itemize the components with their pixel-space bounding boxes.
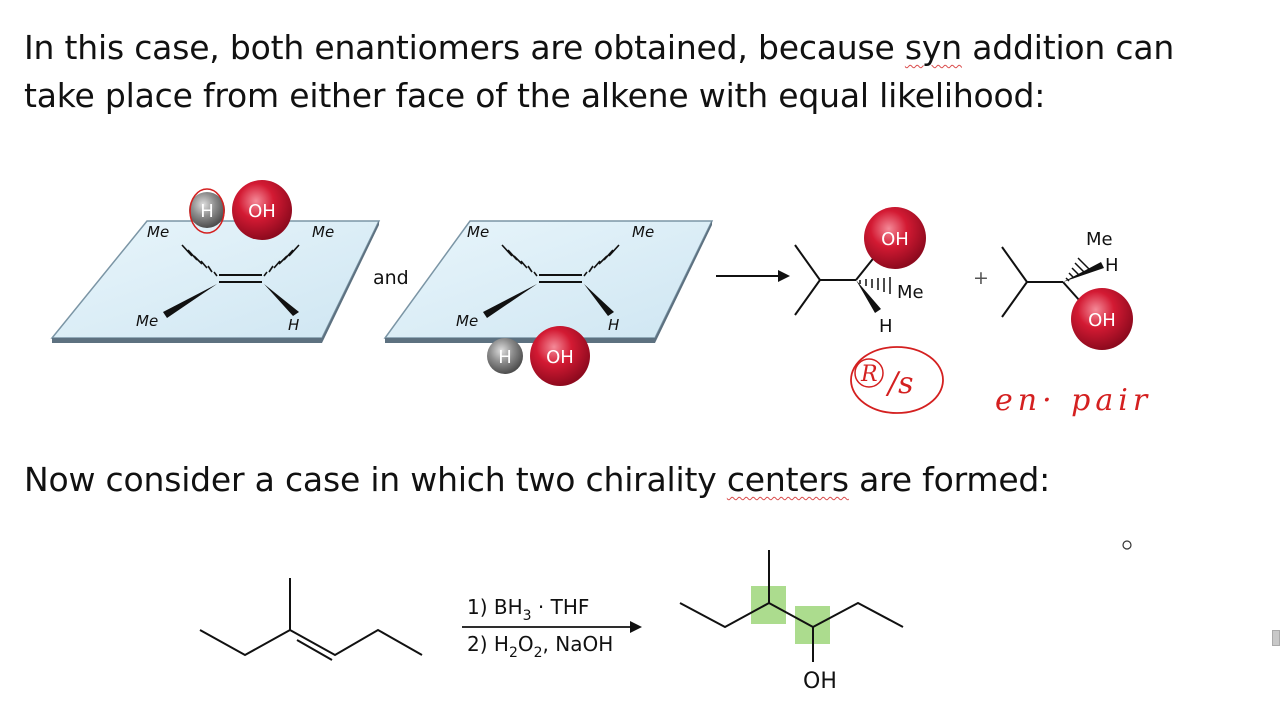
me-label: Me [312,223,334,241]
h-circle-annotation [189,188,225,234]
scrollbar-thumb[interactable] [1272,630,1280,646]
h-oh-reagent-bottom: H OH [487,326,590,386]
oh-atom-label: OH [881,229,909,250]
rs-circle-annotation [850,346,944,414]
me-label: Me [897,282,924,303]
alkene-plane-1: Me Me Me H [50,220,381,343]
s-handwriting: /s [885,366,914,401]
me-label: Me [147,223,169,241]
h-label: H [1105,255,1119,276]
alcohol-product: OH [679,550,904,694]
consider-text: Now consider a case in which two chirali… [24,460,1051,499]
en-pair-handwriting: en· pair [995,383,1152,418]
oh-label: OH [803,669,837,694]
h-atom-label: H [200,201,214,222]
h-label: H [608,316,619,334]
product-enantiomer-2: Me H OH [1001,229,1133,350]
me-label: Me [456,312,478,330]
me-label: Me [1086,229,1113,250]
and-label: and [373,267,409,289]
rs-annotation: R /s [850,346,944,414]
oh-atom-label: OH [1088,310,1116,331]
reagent-step-1: 1) BH3 · THF [467,595,589,624]
intro-text: In this case, both enantiomers are obtai… [24,28,1175,115]
h-oh-reagent-top: H OH [189,180,292,240]
reaction-arrow-2 [462,621,642,633]
plus-sign: + [973,267,989,289]
h-label: H [288,316,299,334]
h-atom-label: H [498,347,512,368]
alkene-plane-2: Me Me Me H [383,220,714,343]
cursor-icon [1122,540,1132,550]
centers-word: centers [726,460,849,499]
reaction-arrow-1 [716,270,790,282]
me-label: Me [136,312,158,330]
syn-word: syn [904,28,962,67]
reagent-step-2: 2) H2O2, NaOH [467,632,613,661]
oh-atom-label: OH [248,201,276,222]
me-label: Me [467,223,489,241]
h-label: H [879,316,893,337]
oh-atom-label: OH [546,347,574,368]
me-label: Me [632,223,654,241]
product-enantiomer-1: OH Me H [794,207,926,337]
starting-alkene [199,578,423,661]
r-handwriting: R [860,362,878,387]
